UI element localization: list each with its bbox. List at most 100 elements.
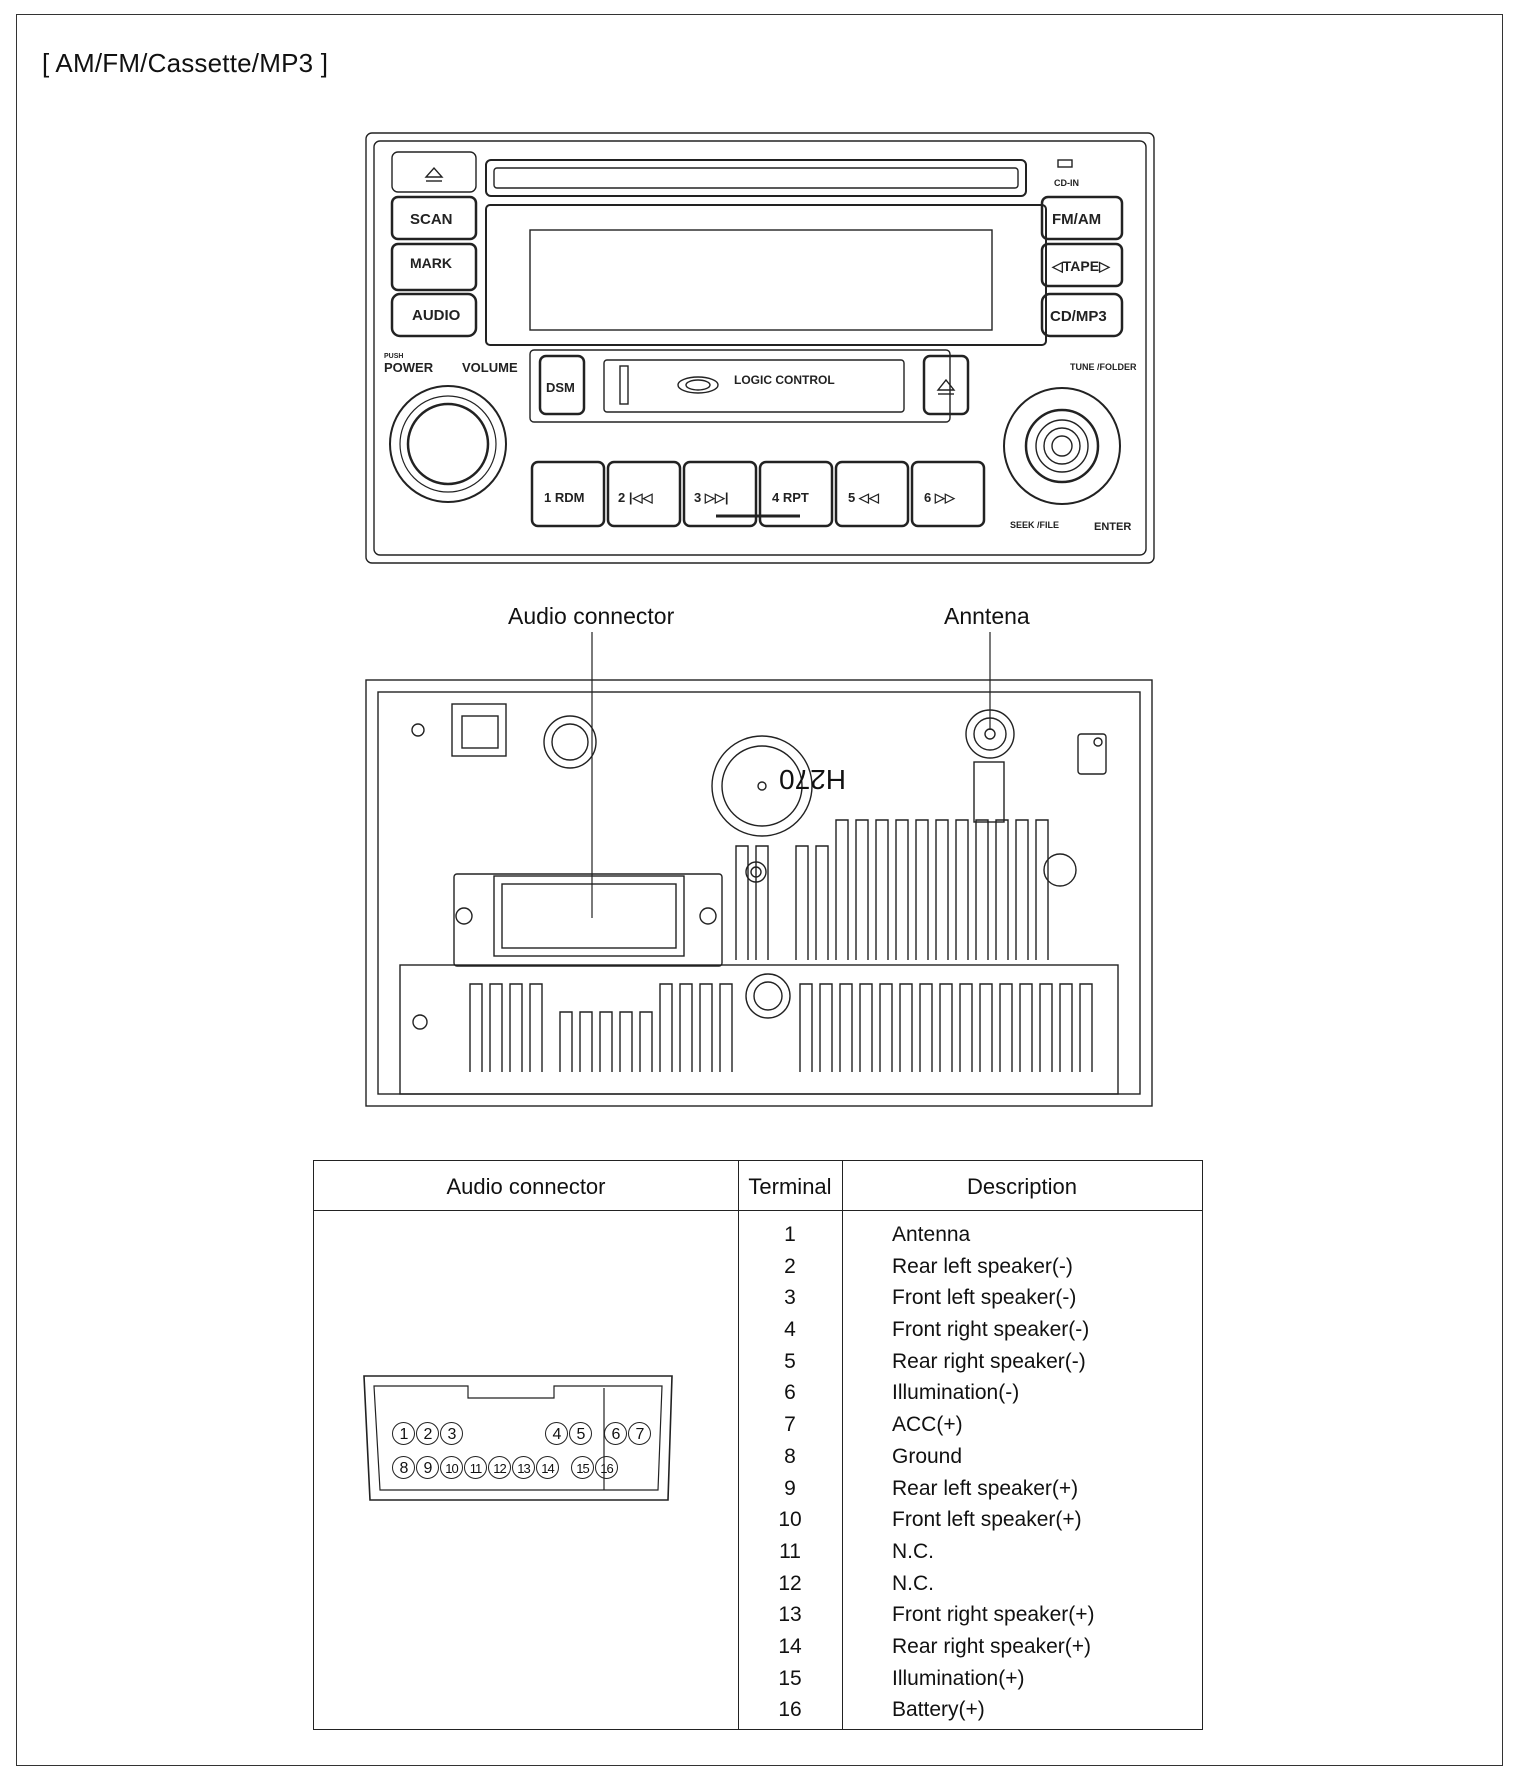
heatsink-fins [469,819,1093,1072]
cd-mp3-button[interactable] [1040,292,1124,338]
eject-cd-button[interactable] [391,151,477,193]
dsm-button[interactable] [538,354,586,416]
connector-pin: 6 [604,1422,627,1445]
terminal-description: Front right speaker(-) [892,1318,1090,1342]
preset-button-1[interactable] [530,460,606,528]
scan-button[interactable] [390,195,478,241]
mark-button[interactable] [390,242,478,292]
preset-label-2: 2 |◁◁ [618,490,653,505]
terminal-description: Rear left speaker(-) [892,1254,1073,1278]
audio-connector-socket [493,875,685,957]
mark-label: MARK [410,255,452,271]
preset-label-4: 4 RPT [772,490,809,505]
page-title: [ AM/FM/Cassette/MP3 ] [42,48,329,78]
preset-label-5: 5 ◁◁ [848,490,880,505]
terminal-number: 4 [784,1318,796,1342]
fm-am-button[interactable] [1040,195,1124,241]
connector-pin: 9 [416,1456,439,1479]
cd-mp3-label: CD/MP3 [1050,308,1107,325]
connector-pin: 15 [571,1456,594,1479]
audio-button[interactable] [390,292,478,338]
connector-pin: 1 [392,1422,415,1445]
tune-folder-label: TUNE /FOLDER [1070,362,1137,372]
terminal-description: Rear right speaker(+) [892,1634,1091,1658]
terminal-description: Front left speaker(+) [892,1508,1082,1532]
preset-label-1: 1 RDM [544,490,584,505]
terminal-description: Ground [892,1444,963,1468]
audio-connector-callout: Audio connector [508,603,675,629]
preset-button-5[interactable] [834,460,910,528]
audio-label: AUDIO [412,307,461,324]
preset-button-4[interactable] [758,460,834,528]
terminal-number: 8 [784,1444,796,1468]
rear-panel [365,632,1153,1107]
terminal-description: Illumination(-) [892,1381,1020,1405]
front-panel [365,132,1155,564]
terminal-number: 7 [784,1413,796,1437]
column-divider [842,1161,843,1729]
preset-label-6: 6 ▷▷ [924,490,956,505]
terminal-number: 6 [784,1381,796,1405]
connector-pin: 16 [595,1456,618,1479]
connector-pin: 7 [628,1422,651,1445]
antenna-callout: Anntena [944,603,1030,629]
terminal-description: Antenna [892,1223,971,1246]
tape-label: ◁TAPE▷ [1051,258,1111,274]
terminal-number: 12 [778,1571,802,1595]
terminal-number: 15 [778,1666,802,1690]
fm-am-label: FM/AM [1052,211,1101,228]
terminal-number: 3 [784,1286,796,1310]
volume-label: VOLUME [462,360,518,375]
scan-label: SCAN [410,211,453,228]
terminal-number: 14 [778,1634,802,1658]
terminal-number: 13 [778,1603,802,1627]
tape-button[interactable] [1040,242,1124,288]
header-description: Description [842,1161,1202,1211]
enter-label: ENTER [1094,521,1131,533]
page-frame [16,14,1503,1766]
connector-pin: 8 [392,1456,415,1479]
connector-pin: 4 [545,1422,568,1445]
terminal-description: N.C. [892,1539,934,1563]
terminal-description: ACC(+) [892,1413,963,1437]
preset-label-3: 3 ▷▷| [694,490,728,505]
volume-knob[interactable] [406,402,490,486]
connector-pin: 10 [440,1456,463,1479]
tune-knob[interactable] [1024,408,1100,484]
connector-pin: 13 [512,1456,535,1479]
terminal-description: Front left speaker(-) [892,1286,1077,1310]
power-label: POWER [384,360,434,375]
terminal-description: Front right speaker(+) [892,1603,1095,1627]
header-terminal: Terminal [738,1161,842,1211]
eject-tape-button[interactable] [922,354,970,416]
dsm-label: DSM [546,380,575,395]
connector-pin: 5 [569,1422,592,1445]
connector-pin: 14 [536,1456,559,1479]
terminal-number: 16 [778,1698,802,1722]
seek-file-label: SEEK /FILE [1010,520,1059,530]
terminal-description: Illumination(+) [892,1666,1025,1690]
terminal-description: Battery(+) [892,1698,985,1722]
column-divider [738,1161,739,1729]
connector-pin: 11 [464,1456,487,1479]
terminal-description: Rear left speaker(+) [892,1476,1079,1500]
terminal-description: N.C. [892,1571,934,1595]
preset-button-2[interactable] [606,460,682,528]
terminal-number: 10 [778,1508,802,1532]
din-connector [543,715,597,769]
terminal-number: 5 [784,1349,796,1373]
model-mark: H270 [779,764,846,795]
connector-pin: 2 [416,1422,439,1445]
radio-drawings: SCAN MARK AUDIO FM/AM ◁TAPE▷ CD/MP3 CD-I… [365,132,1155,1107]
preset-button-3[interactable] [682,460,758,528]
terminal-number: 9 [784,1476,796,1500]
preset-button-6[interactable] [910,460,986,528]
push-label: PUSH [384,353,403,360]
terminal-number: 11 [779,1539,801,1563]
